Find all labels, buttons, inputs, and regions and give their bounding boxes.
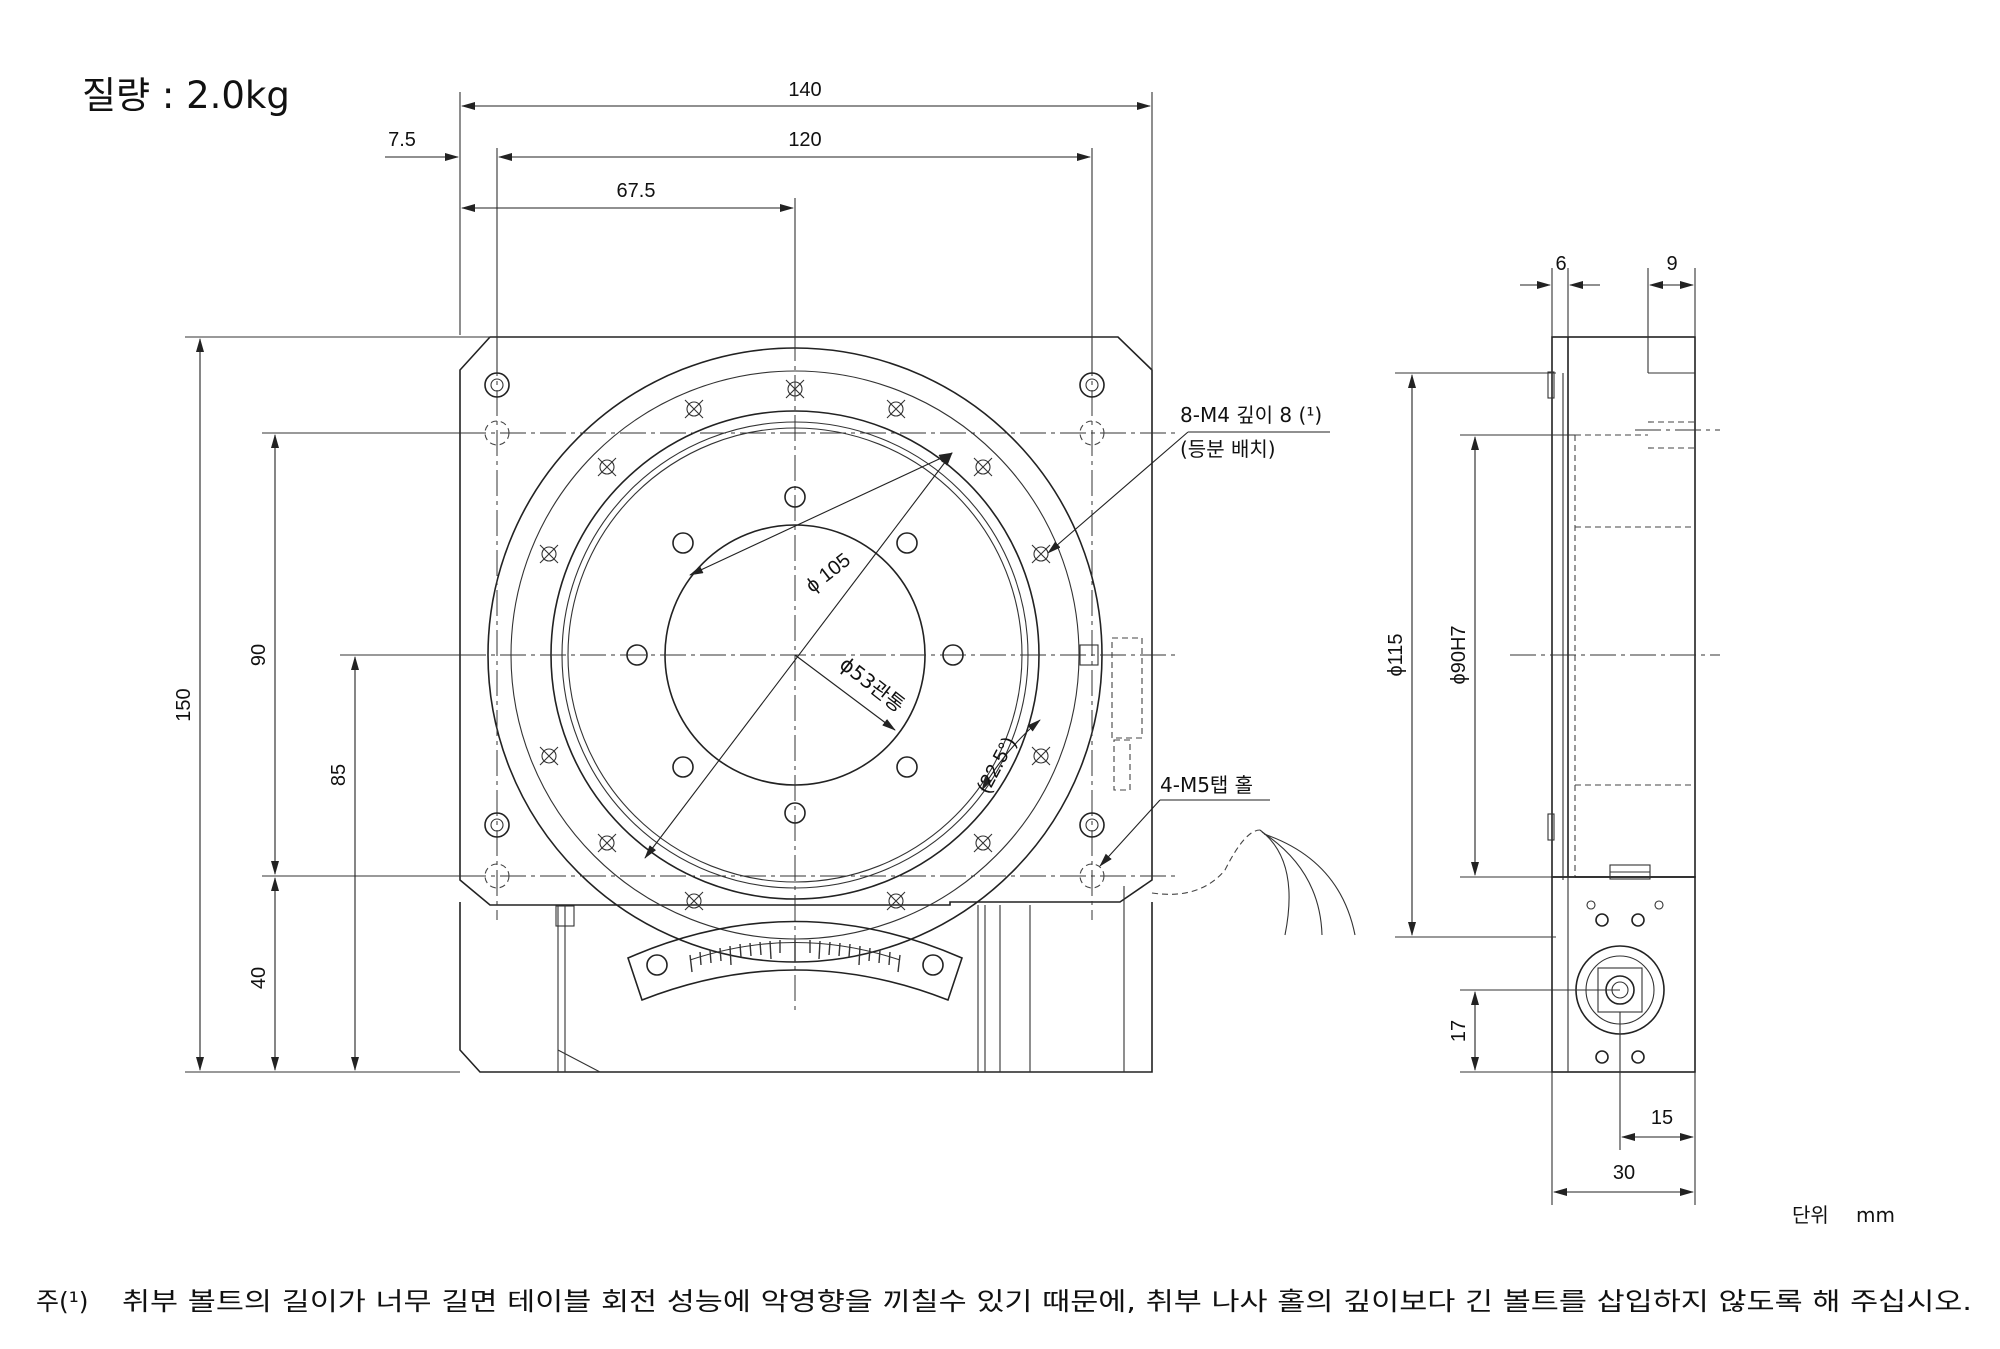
dim-dia-53: ϕ53관통 [835,652,909,717]
dim-90: 90 [248,644,270,666]
dim-side-dia-90h7: ϕ90H7 [1448,625,1470,684]
dim-120: 120 [788,129,821,151]
dim-side-17: 17 [1448,1020,1470,1042]
dim-140: 140 [788,79,821,101]
note-prefix: 주(¹) [36,1287,89,1316]
dim-150: 150 [173,688,195,721]
base-plate-outline [459,336,1153,906]
dim-side-15: 15 [1651,1107,1673,1129]
note-text: 취부 볼트의 길이가 너무 길면 테이블 회전 성능에 악영향을 끼칠수 있기 … [122,1287,1972,1316]
label-m4-line2: (등분 배치) [1180,437,1276,461]
scale-ticks [689,940,901,973]
dim-side-6: 6 [1555,253,1566,275]
dim-67-5: 67.5 [617,180,656,202]
side-lower-box [1551,876,1696,1073]
dim-85: 85 [328,764,350,786]
label-m5-tap: 4-M5탭 홀 [1160,773,1253,797]
corner-screw-group [484,372,1105,838]
label-m4-line1: 8-M4 깊이 8 (¹) [1180,403,1322,427]
ring-tap-group [539,379,1051,911]
weight-label: 질량 : 2.0kg [82,74,290,117]
dim-side-dia-115: ϕ115 [1385,633,1407,676]
side-dimensions [1395,268,1696,1205]
side-body [1551,336,1696,878]
m5-tap-group [484,420,1105,889]
unit-label: 단위 [1792,1203,1829,1227]
front-dimensions [185,92,1330,1073]
scale-plate [627,920,963,1002]
dim-40: 40 [248,967,270,989]
front-view [340,335,1356,1073]
lower-housing [459,902,1153,1073]
dim-side-9: 9 [1666,253,1677,275]
unit-value: mm [1856,1203,1895,1227]
dim-7-5: 7.5 [388,129,416,151]
dim-side-30: 30 [1613,1162,1635,1184]
dim-dia-105: ϕ 105 [802,549,855,597]
side-view [1510,336,1720,1073]
